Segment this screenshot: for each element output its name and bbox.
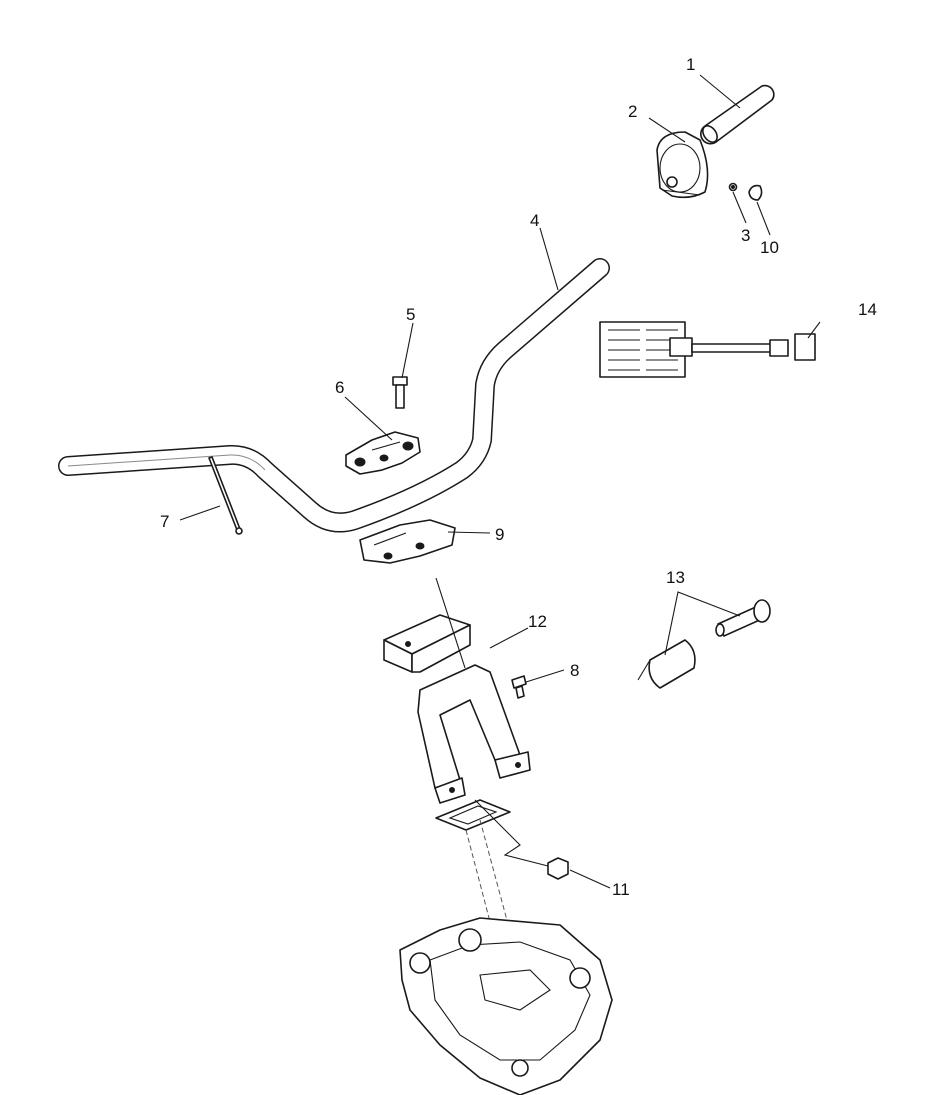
bolt-part-8 — [511, 675, 527, 699]
callout-7: 7 — [160, 512, 169, 531]
lower-clamp-part-9 — [359, 519, 456, 564]
callout-1: 1 — [686, 55, 695, 74]
handlebar-part-4 — [58, 258, 610, 533]
callout-13: 13 — [666, 568, 685, 587]
nut-part-11 — [547, 857, 569, 880]
leader-lines — [179, 74, 821, 889]
assembly-lines — [435, 577, 549, 867]
cap-part-10 — [748, 184, 763, 201]
long-bolt-part-7 — [208, 456, 243, 535]
callout-12: 12 — [528, 612, 547, 631]
callout-9: 9 — [495, 525, 504, 544]
throttle-housing-part-2 — [656, 131, 709, 199]
callout-labels: 1 2 3 10 4 5 6 7 9 12 8 11 13 14 — [160, 55, 877, 899]
callout-5: 5 — [406, 305, 415, 324]
callout-10: 10 — [760, 238, 779, 257]
heater-element-part-14 — [599, 321, 816, 378]
callout-4: 4 — [530, 211, 539, 230]
callout-11: 11 — [612, 880, 630, 899]
mount-bracket-part-12 — [383, 614, 531, 804]
callout-8: 8 — [570, 661, 579, 680]
screw-part-3 — [728, 182, 738, 192]
grip-part-1 — [700, 84, 775, 145]
callout-2: 2 — [628, 102, 637, 121]
bolt-part-5 — [392, 376, 408, 409]
upper-clamp-part-6 — [345, 431, 421, 475]
bar-end-part-13 — [637, 599, 771, 689]
chassis-frame — [399, 917, 613, 1095]
callout-3: 3 — [741, 226, 750, 245]
callout-14: 14 — [858, 300, 877, 319]
callout-6: 6 — [335, 378, 344, 397]
